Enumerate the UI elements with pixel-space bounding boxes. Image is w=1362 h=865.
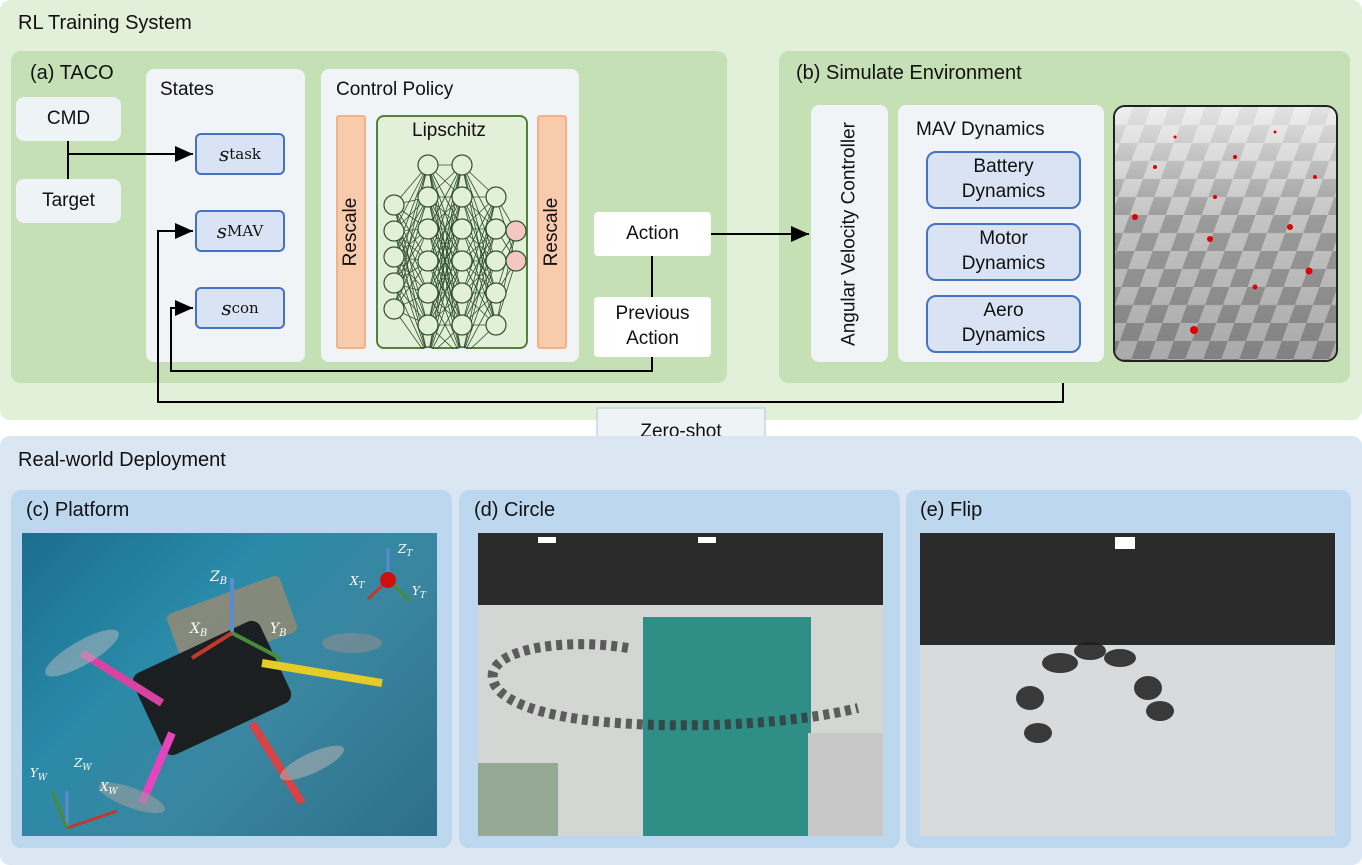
flip-flight-photo (920, 533, 1335, 836)
svg-text:ZT: ZT (397, 542, 413, 559)
simulation-render-image (1113, 105, 1338, 362)
state-con-subscript: con (231, 299, 259, 317)
mav-dynamics-title: MAV Dynamics (916, 119, 1045, 140)
network-node (451, 314, 473, 336)
battery-dynamics-label: Battery Dynamics (961, 156, 1046, 202)
network-node (485, 186, 507, 208)
circle-trajectory-illustration (478, 533, 883, 836)
rescale-right-bar: Rescale (537, 115, 567, 349)
svg-text:ZW: ZW (73, 756, 92, 773)
motor-dynamics-box: Motor Dynamics (926, 223, 1081, 281)
aero-dynamics-label: Aero Dynamics (961, 300, 1046, 346)
network-node (417, 250, 439, 272)
network-node (451, 218, 473, 240)
section-title-rl-training: RL Training System (18, 12, 192, 34)
flip-panel-title: (e) Flip (920, 499, 983, 521)
rescale-left-bar: Rescale (336, 115, 366, 349)
network-node (417, 282, 439, 304)
network-node (451, 154, 473, 176)
network-node (455, 346, 469, 349)
svg-text:XT: XT (349, 574, 366, 591)
network-node (417, 154, 439, 176)
network-node (417, 314, 439, 336)
network-node (451, 282, 473, 304)
states-title: States (160, 79, 214, 100)
control-policy-title: Control Policy (336, 79, 454, 100)
previous-action-box: Previous Action (594, 297, 711, 357)
network-node (383, 220, 405, 242)
motor-dynamics-label: Motor Dynamics (961, 228, 1046, 274)
network-output-node (505, 250, 527, 272)
network-node (451, 250, 473, 272)
platform-panel-title: (c) Platform (26, 499, 130, 521)
svg-text:ZB: ZB (209, 569, 227, 587)
state-task-symbol: s (218, 142, 230, 166)
section-title-real-world: Real-world Deployment (18, 449, 226, 471)
network-node (485, 282, 507, 304)
target-box: Target (16, 179, 121, 223)
network-node (451, 186, 473, 208)
state-mav-subscript: MAV (226, 222, 264, 240)
state-task-subscript: task (229, 145, 262, 163)
network-node (383, 246, 405, 268)
angular-velocity-controller-box: Angular Velocity Controller (811, 105, 888, 362)
action-box: Action (594, 212, 711, 256)
cmd-box: CMD (16, 97, 121, 141)
network-node (383, 272, 405, 294)
aero-dynamics-box: Aero Dynamics (926, 295, 1081, 353)
top-connector-lines (67, 141, 1064, 403)
state-con-symbol: s (221, 296, 232, 320)
network-node (417, 186, 439, 208)
network-node (383, 194, 405, 216)
previous-action-label: Previous Action (615, 303, 690, 349)
neural-network-diagram (383, 154, 527, 349)
flip-trajectory-illustration (920, 533, 1335, 743)
svg-text:XW: XW (99, 780, 119, 797)
network-output-node (505, 220, 527, 242)
network-node (421, 346, 435, 349)
network-node (417, 218, 439, 240)
target-label: Target (42, 190, 95, 211)
platform-drone-photo: ZB XB YB ZT XT YT ZW YW XW (22, 533, 437, 836)
battery-dynamics-box: Battery Dynamics (926, 151, 1081, 209)
simulate-environment-title: (b) Simulate Environment (796, 62, 1022, 84)
drone-illustration: ZB XB YB ZT XT YT ZW YW XW (30, 542, 427, 830)
checkerboard-floor-image (1115, 107, 1336, 360)
cmd-label: CMD (46, 108, 91, 129)
network-node (383, 298, 405, 320)
taco-panel-title: (a) TACO (30, 62, 114, 84)
network-node (485, 314, 507, 336)
svg-text:YW: YW (30, 766, 48, 783)
state-mav-symbol: s (216, 219, 227, 243)
circle-flight-photo (478, 533, 883, 836)
circle-panel-title: (d) Circle (474, 499, 556, 521)
lipschitz-label: Lipschitz (412, 120, 486, 141)
action-label: Action (626, 222, 679, 244)
svg-text:YT: YT (412, 584, 427, 601)
